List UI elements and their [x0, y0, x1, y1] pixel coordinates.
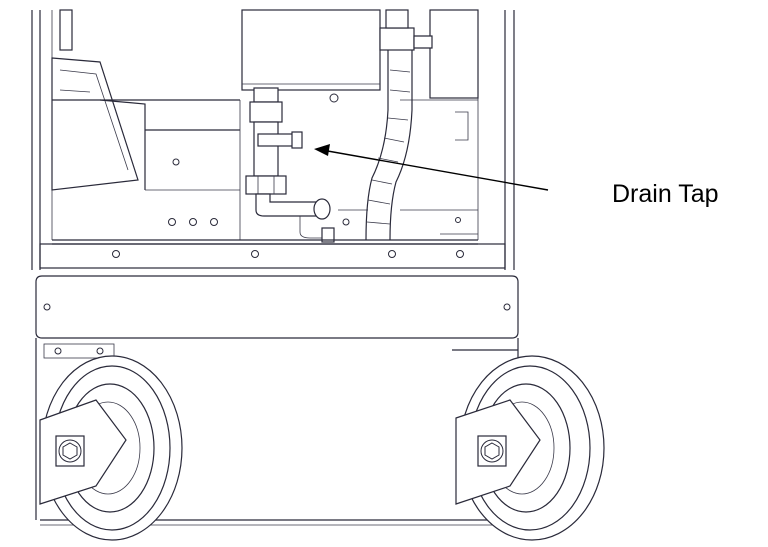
drain-tap-callout-arrow	[314, 144, 549, 191]
vertical-hose	[365, 9, 433, 241]
drain-tap-label: Drain Tap	[612, 180, 719, 208]
lower-rail	[39, 217, 506, 269]
left-wheel	[39, 355, 183, 541]
right-wheel	[452, 349, 605, 541]
drain-tap-assembly	[245, 87, 368, 243]
left-motor-housing	[51, 9, 241, 240]
